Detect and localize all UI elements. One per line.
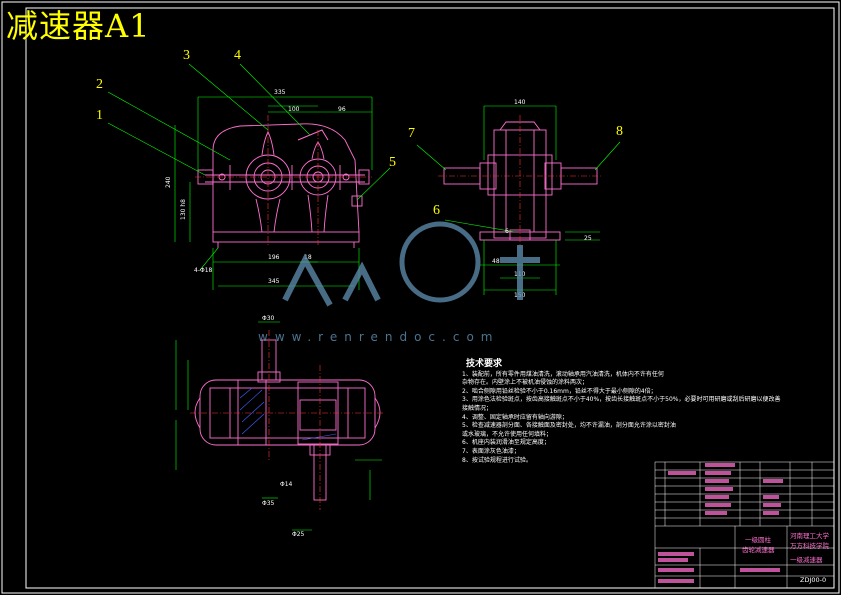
balloon-7: 7 (408, 126, 415, 141)
side-view (443, 121, 598, 241)
dim-25: 25 (584, 235, 592, 242)
balloon-1: 1 (96, 108, 103, 123)
dim-6: 6 (505, 228, 509, 235)
inner-frame (25, 7, 835, 589)
dim-335: 335 (274, 89, 286, 96)
tb-school-2: 万方科技学院 (790, 541, 830, 550)
dim-phi30: Φ30 (262, 315, 275, 322)
dim-100: 100 (288, 106, 300, 113)
tech-line: 3、用涂色法检验斑点，按齿高接触斑点不小于40%，按齿长接触斑点不小于50%，必… (462, 396, 781, 404)
watermark-logo (282, 221, 540, 307)
tech-line: 7、表面涂灰色油漆； (462, 447, 520, 455)
drawing-title: 减速器A1 (6, 7, 151, 45)
balloon-3: 3 (183, 48, 190, 63)
top-centerlines (190, 330, 385, 510)
tech-line: 1、装配前，所有零件用煤油清洗，滚动轴承用汽油清洗，机体内不许有任何 (462, 370, 664, 378)
dim-phi25: Φ25 (292, 531, 305, 538)
side-dim-text: 140 25 48 110 150 (492, 99, 592, 299)
dim-phi35: Φ35 (262, 500, 275, 507)
balloon-6: 6 (433, 203, 440, 218)
tb-product-2: 齿轮减速器 (742, 545, 775, 554)
front-view (197, 123, 370, 248)
top-dimensions (175, 321, 382, 531)
title-block-text: 一级圆柱 齿轮减速器 河南理工大学 万方科技学院 一级减速器 ZDJ00-0 (742, 531, 830, 584)
front-dim-text: 335 100 96 240 130 h8 4-Φ18 196 18 345 (165, 89, 346, 285)
balloon-4: 4 (234, 48, 241, 63)
tech-line: 2、啮合侧隙用铅丝检验不小于0.16mm，铅丝不得大于最小侧隙的4倍； (462, 387, 657, 395)
tech-line: 6、机座内装润滑油至规定高度； (462, 439, 550, 447)
dim-96: 96 (338, 106, 346, 113)
tech-line: 8、按试验规程进行试验。 (462, 456, 532, 464)
tech-line: 杂物存在。内壁涂上不被机油侵蚀的涂料两次； (462, 379, 589, 387)
dim-196: 196 (268, 254, 280, 261)
dim-48: 48 (492, 258, 500, 265)
balloon-5: 5 (389, 155, 396, 170)
top-hatch (239, 387, 337, 441)
tech-line: 4、调整、固定轴承时应留有轴向游隙； (462, 413, 568, 421)
dim-4-holes: 4-Φ18 (194, 267, 213, 274)
tech-line: 或水玻璃，不允许使用任何填料； (462, 430, 553, 438)
tech-requirements: 技术要求 1、装配前，所有零件用煤油清洗，滚动轴承用汽油清洗，机体内不许有任何 … (462, 359, 781, 465)
dim-140: 140 (514, 99, 526, 106)
tb-drawing-no: ZDJ00-0 (800, 576, 826, 584)
dim-18: 18 (304, 254, 312, 261)
dim-130h8: 130 h8 (180, 199, 187, 220)
balloon-2: 2 (96, 77, 103, 92)
tb-product: 一级圆柱 (745, 535, 772, 544)
balloon-8: 8 (616, 124, 623, 139)
top-dim-text: Φ30 Φ14 Φ35 Φ25 (262, 315, 305, 538)
tech-line: 接触情况； (462, 404, 493, 412)
tb-drawing-name: 一级减速器 (790, 555, 823, 564)
title-block-fills (658, 463, 783, 583)
side-centerlines (438, 115, 603, 248)
dim-phi14: Φ14 (280, 481, 293, 488)
tech-line: 5、检查减速器剖分面、各接触面及密封处，均不许漏油，剖分面允许涂以密封油 (462, 422, 676, 430)
top-view (194, 339, 381, 501)
front-dimensions (107, 63, 391, 290)
dim-240: 240 (165, 176, 172, 188)
dim-345: 345 (268, 278, 280, 285)
tech-heading: 技术要求 (466, 359, 503, 369)
title-block (654, 461, 835, 589)
front-centerlines (195, 115, 372, 245)
watermark-site: www.renrendoc.com (258, 330, 500, 344)
tb-school: 河南理工大学 (790, 531, 830, 540)
